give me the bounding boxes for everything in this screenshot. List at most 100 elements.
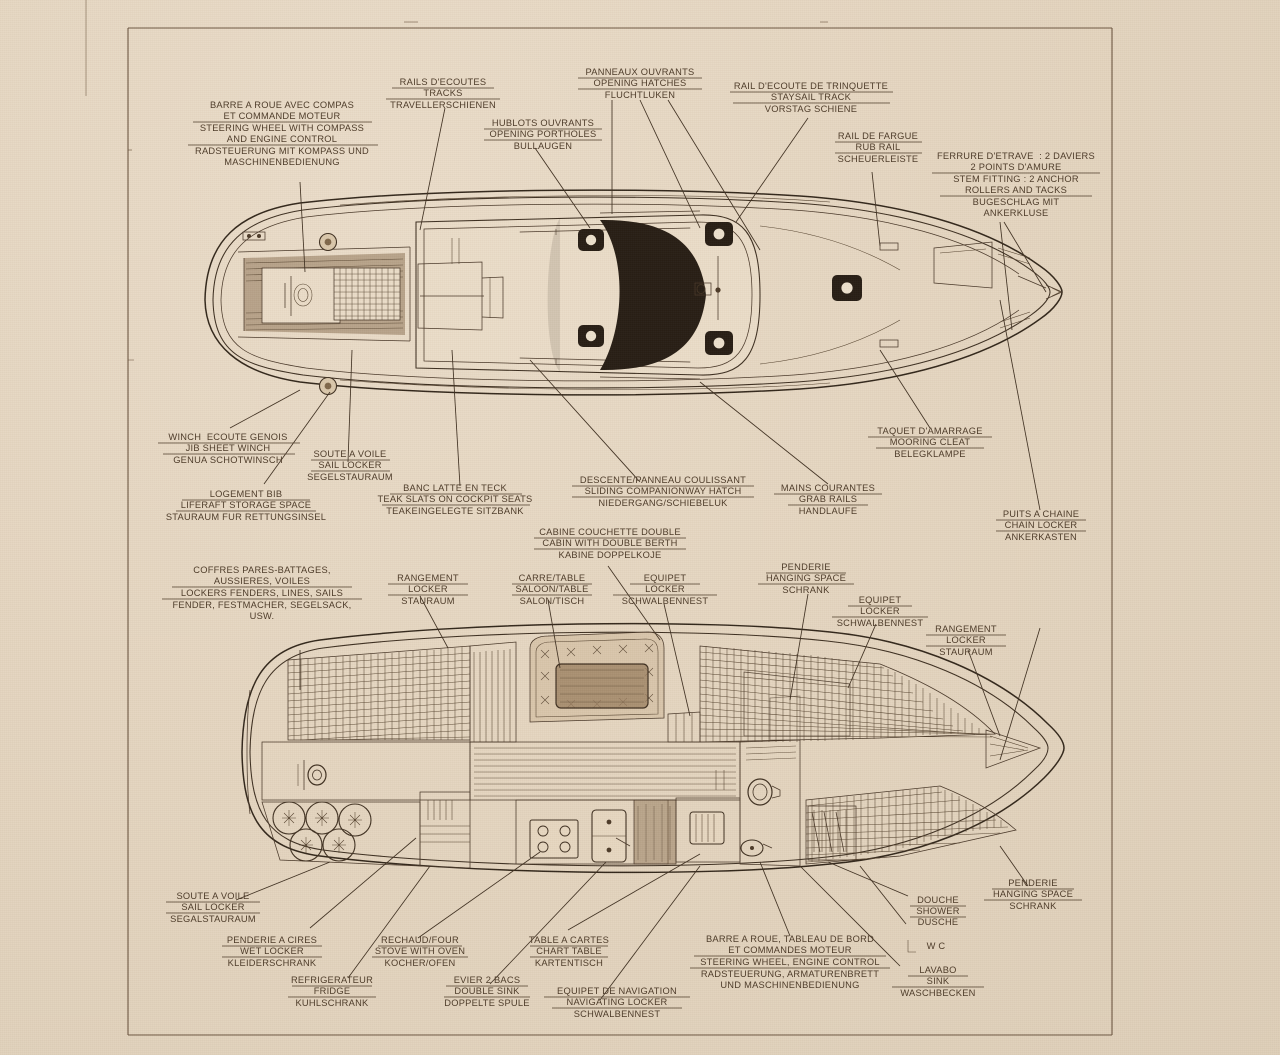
saloon-settee [529,631,665,723]
label-wet-locker: PENDERIE A CIRES WET LOCKER KLEIDERSCHRA… [222,935,322,968]
label-line: SEGELSTAURAUM [307,472,393,482]
label-line: WINCH ECOUTE GENOIS [168,432,287,442]
label-line: KUHLSCHRANK [295,998,369,1008]
label-grab-rails: MAINS COURANTES GRAB RAILS HANDLAUFE [774,483,882,516]
label-line: HANGING SPACE [993,889,1073,899]
label-line: W C [927,941,946,951]
label-line: SCHEUERLEISTE [838,154,919,164]
label-line: SCHWALBENNEST [574,1009,661,1019]
label-line: KOCHER/OFEN [385,958,456,968]
label-line: AUSSIERES, VOILES [214,576,310,586]
label-stem-fitting: FERRURE D'ETRAVE : 2 DAVIERS 2 POINTS D'… [932,151,1100,218]
label-line: CHART TABLE [536,946,602,956]
label-line: STAYSAIL TRACK [771,92,852,102]
sheet-border [85,0,1113,1036]
fender-rolls [261,801,421,867]
label-line: STAURAUM FUR RETTUNGSINSEL [166,512,326,522]
label-line: TABLE A CARTES [529,935,609,945]
label-line: ET COMMANDE MOTEUR [224,111,341,121]
label-line: ANKERKLUSE [983,208,1048,218]
label-line: OPENING HATCHES [594,78,687,88]
label-line: JIB SHEET WINCH [186,443,271,453]
steering-wheel-deck [284,276,313,316]
label-line: SAIL LOCKER [181,902,244,912]
label-shower: DOUCHE SHOWER DUSCHE [910,895,966,927]
label-mooring-cleat: TAQUET D'AMARRAGE MOORING CLEAT BELEGKLA… [868,426,992,459]
label-line: TRACKS [423,88,462,98]
label-line: TAQUET D'AMARRAGE [877,426,982,436]
label-line: RANGEMENT [935,624,997,634]
label-line: 2 POINTS D'AMURE [970,162,1061,172]
label-line: DESCENTE/PANNEAU COULISSANT [580,475,746,485]
label-line: SCHRANK [1009,901,1057,911]
chart-table [675,797,741,863]
label-liferaft-storage: LOGEMENT BIB LIFERAFT STORAGE SPACE STAU… [166,489,326,522]
jib-sheet-winch-starboard [318,376,338,396]
label-line: NAVIGATING LOCKER [566,997,667,1007]
label-hanging-space-bottom: PENDERIE HANGING SPACE SCHRANK [984,878,1082,911]
label-line: RUB RAIL [856,142,901,152]
label-line: SEGALSTAURAUM [170,914,256,924]
label-line: EQUIPET DE NAVIGATION [557,986,677,996]
label-line: LOCKERS FENDERS, LINES, SAILS [181,588,343,598]
label-line: HANDLAUFE [799,506,858,516]
label-steering-wheel-compass: BARRE A ROUE AVEC COMPAS ET COMMANDE MOT… [188,100,378,167]
label-line: SINK [927,976,950,986]
bow-chain-locker [985,729,1042,769]
label-line: SOUTE A VOILE [313,449,386,459]
chain-locker-hatch [933,241,993,289]
label-line: LOCKER [408,584,448,594]
label-equipet-left: EQUIPET LOCKER SCHWALBENNEST [613,573,717,606]
label-line: OPENING PORTHOLES [490,129,597,139]
opening-hatches [705,222,862,355]
label-line: RECHAUD/FOUR [381,935,459,945]
label-line: TRAVELLERSCHIENEN [390,100,496,110]
label-line: COFFRES PARES-BATTAGES, [193,565,330,575]
label-line: GENUA SCHOTWINSCH [173,455,283,465]
label-line: ANKERKASTEN [1005,532,1077,542]
label-line: RAIL D'ECOUTE DE TRINQUETTE [734,81,888,91]
forward-vberth [699,645,996,743]
label-line: LIFERAFT STORAGE SPACE [181,500,312,510]
label-locker-aft: RANGEMENT LOCKER STAURAUM [388,573,468,606]
label-line: LOGEMENT BIB [210,489,283,499]
label-line: BELEGKLAMPE [894,449,965,459]
label-line: SCHRANK [782,585,830,595]
label-teak-slats: BANC LATTE EN TECK TEAK SLATS ON COCKPIT… [377,483,532,516]
label-opening-portholes: HUBLOTS OUVRANTS OPENING PORTHOLES BULLA… [484,118,602,151]
label-cabin-double-berth: CABINE COUCHETTE DOUBLE CABIN WITH DOUBL… [534,527,686,560]
label-line: CHAIN LOCKER [1005,520,1078,530]
label-line: UND MASCHINENBEDIENUNG [720,980,859,990]
cockpit-grating [333,267,401,321]
label-line: SAIL LOCKER [318,460,381,470]
cabin-sole [469,741,741,801]
label-line: FERRURE D'ETRAVE : 2 DAVIERS [937,151,1095,161]
label-line: MAINS COURANTES [781,483,875,493]
label-line: RAILS D'ECOUTES [400,77,487,87]
label-opening-hatches: PANNEAUX OUVRANTS OPENING HATCHES FLUCHT… [578,67,702,100]
label-sail-locker-interior: SOUTE A VOILE SAIL LOCKER SEGALSTAURAUM [166,891,260,924]
label-line: RAIL DE FARGUE [838,131,918,141]
galley [515,799,677,865]
label-line: HUBLOTS OUVRANTS [492,118,594,128]
label-line: PENDERIE [1008,878,1058,888]
label-line: SCHWALBENNEST [622,596,709,606]
label-line: BANC LATTE EN TECK [403,483,507,493]
label-line: DOUBLE SINK [454,986,520,996]
label-line: ROLLERS AND TACKS [965,185,1067,195]
bulkhead-hatching [473,649,511,742]
label-locker-forward: RANGEMENT LOCKER STAURAUM [926,624,1006,657]
label-chain-locker: PUITS A CHAINE CHAIN LOCKER ANKERKASTEN [996,509,1086,542]
label-line: LOCKER [645,584,685,594]
label-line: REFRIGERATEUR [291,975,373,985]
label-line: STAURAUM [939,647,992,657]
label-line: AND ENGINE CONTROL [227,134,337,144]
label-line: VORSTAG SCHIENE [765,104,857,114]
label-line: TEAKEINGELEGTE SITZBANK [386,506,524,516]
label-line: KABINE DOPPELKOJE [559,550,662,560]
label-line: PUITS A CHAINE [1003,509,1079,519]
label-line: MASCHINENBEDIENUNG [224,157,340,167]
label-line: LOCKER [860,606,900,616]
label-line: KARTENTISCH [535,958,603,968]
